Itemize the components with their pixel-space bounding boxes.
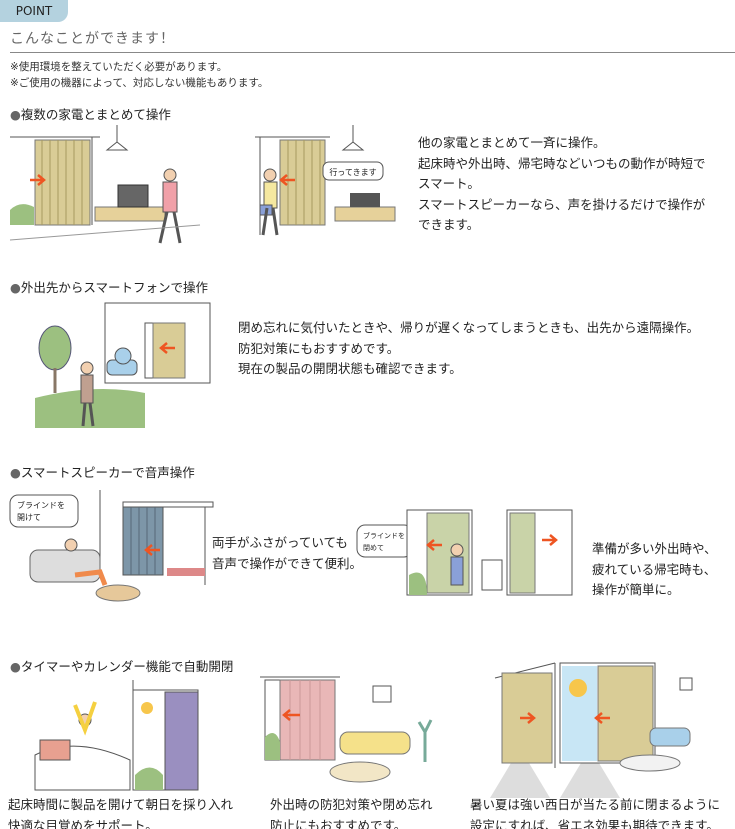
illustration-voice-open: ブラインドを 開けて: [9, 490, 214, 602]
section-text: 閉め忘れに気付いたときや、帰りが遅くなってしまうときも、出先から遠隔操作。防犯対…: [238, 320, 700, 376]
note: ※使用環境を整えていただく必要があります。: [10, 61, 228, 73]
caption: 暑い夏は強い西日が当たる前に閉まるように設定にすれば、省エネ効果も期待できます。: [470, 797, 721, 829]
lead-title: こんなことができます！: [10, 31, 175, 47]
speech-bubble-line: 開けて: [17, 513, 41, 522]
point-tab: POINT: [0, 0, 68, 22]
illustration-summer: [490, 662, 693, 798]
bullet-icon: ●: [10, 107, 21, 122]
illustration-away: [260, 676, 433, 783]
speech-bubble-line: ブラインドを: [17, 500, 65, 510]
speech-bubble-line: ブラインドを: [363, 531, 405, 540]
caption: 起床時間に製品を開けて朝日を採り入れ快適な目覚めをサポート。: [8, 797, 234, 829]
illustration-morning: [34, 680, 199, 791]
section-text: 他の家電とまとめて一斉に操作。起床時や外出時、帰宅時などいつもの動作が時短でスマ…: [418, 135, 706, 232]
speech-bubble-line: 閉めて: [363, 544, 384, 552]
illustration-living-tv: [9, 125, 201, 244]
section-text: 両手がふさがっていても音声で操作ができて便利。: [212, 535, 363, 571]
caption: 外出時の防犯対策や閉め忘れ防止にもおすすめです。: [270, 797, 433, 829]
section-heading: ●複数の家電とまとめて操作: [10, 107, 171, 122]
section-heading: ●スマートスピーカーで音声操作: [10, 465, 195, 480]
bullet-icon: ●: [10, 465, 21, 480]
illustration-voice-close: ブラインドを 閉めて: [356, 509, 573, 596]
section-text: 準備が多い外出時や、疲れている帰宅時も、操作が簡単に。: [592, 541, 717, 597]
section-heading: ●外出先からスマートフォンで操作: [10, 280, 209, 295]
section-heading: ●タイマーやカレンダー機能で自動開閉: [10, 659, 234, 674]
speech-bubble: 行ってきます: [329, 167, 376, 177]
note: ※ご使用の機器によって、対応しない機能もあります。: [10, 77, 269, 89]
illustration-smartphone-remote: [35, 302, 211, 428]
bullet-icon: ●: [10, 280, 21, 295]
bullet-icon: ●: [10, 659, 21, 674]
divider: [10, 52, 735, 53]
illustration-leaving-home: 行ってきます: [255, 125, 396, 236]
